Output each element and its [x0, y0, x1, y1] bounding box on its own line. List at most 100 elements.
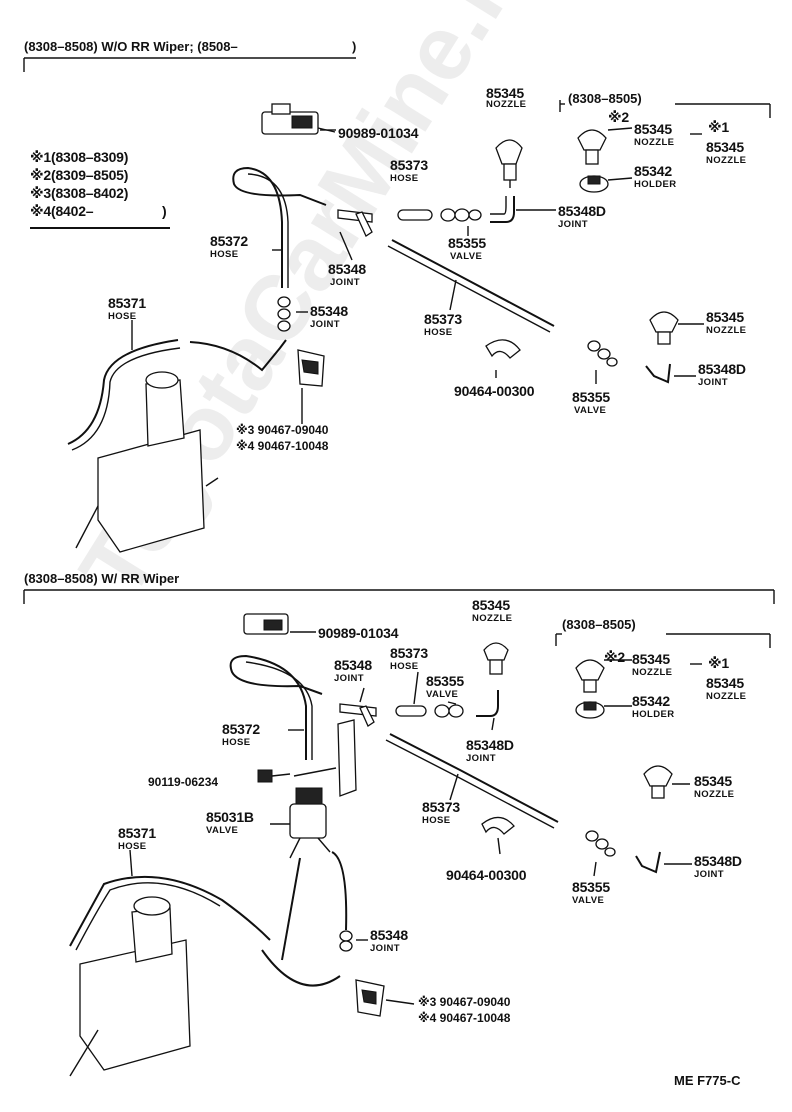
legend-item-3: ※3(8308–8402) — [30, 185, 129, 201]
bracket-90467-bottom — [355, 979, 385, 1017]
label-nozzle-bottom-a: NOZZLE — [472, 613, 513, 624]
label-m3-top: ※3 90467-09040 — [236, 423, 329, 437]
mark1-top: ※1 — [708, 119, 729, 135]
hose-85373-bottom-short — [395, 705, 427, 717]
washer-tank-top — [75, 371, 219, 553]
label-85342-bottom: 85342 — [632, 693, 670, 709]
label-85355-top-b: 85355 — [572, 389, 610, 405]
label-85348-bottom-a: 85348 — [334, 657, 372, 673]
valve-85031b — [289, 787, 331, 859]
joint-85348-bottom-b — [339, 930, 353, 952]
label-85348d-bottom-a: 85348D — [466, 737, 514, 753]
clamp-90464-top — [485, 339, 521, 359]
label-85342-top: 85342 — [634, 163, 672, 179]
label-nozzle-top-a: NOZZLE — [486, 99, 527, 110]
label-85345-top-b: 85345 — [634, 121, 672, 137]
top-group-bracket — [559, 100, 771, 118]
label-joint-85348-top-b: JOINT — [310, 319, 340, 330]
joint-85348d-top-b — [645, 363, 671, 384]
bottom-group-bracket — [555, 633, 771, 648]
nozzle-85345-top-b — [577, 129, 607, 165]
label-holder-bottom: HOLDER — [632, 709, 675, 720]
label-valve-bottom-b: VALVE — [572, 895, 605, 906]
label-joint-85348-top-a: JOINT — [330, 277, 360, 288]
label-85355-top-a: 85355 — [448, 235, 486, 251]
label-hose-85372-bottom: HOSE — [222, 737, 251, 748]
hose-85373-bottom-long — [389, 733, 559, 823]
connector-90989-bottom — [243, 613, 316, 635]
label-85345-top-a: 85345 — [486, 85, 524, 101]
valve-85355-bottom-b — [585, 830, 616, 857]
top-section-title-close: ) — [352, 39, 357, 54]
label-m4-bottom: ※4 90467-10048 — [418, 1011, 511, 1025]
label-valve-bottom-a: VALVE — [426, 689, 459, 700]
label-valve-top-a: VALVE — [450, 251, 483, 262]
label-85345-bottom-b: 85345 — [632, 651, 670, 667]
label-90464-top: 90464-00300 — [454, 383, 535, 399]
label-85355-bottom-b: 85355 — [572, 879, 610, 895]
nozzle-85345-bottom-b — [575, 659, 605, 693]
bracket-90467-top — [297, 349, 325, 387]
valve-85355-top-a — [440, 208, 482, 222]
label-joint-85348-bottom-b: JOINT — [370, 943, 400, 954]
holder-85342-bottom — [575, 701, 605, 719]
label-90989-bottom: 90989-01034 — [318, 625, 399, 641]
joint-85348d-bottom-b — [635, 851, 661, 874]
valve-85355-top-b — [587, 340, 618, 367]
label-85345-bottom-c: 85345 — [706, 675, 744, 691]
label-85348d-bottom-b: 85348D — [694, 853, 742, 869]
label-85348-bottom-b: 85348 — [370, 927, 408, 943]
bracket-bottom — [293, 719, 357, 797]
label-joint-bottom-a: JOINT — [334, 673, 364, 684]
label-90119: 90119-06234 — [148, 775, 219, 789]
label-hose-85373-bottom-b: HOSE — [422, 815, 451, 826]
bottom-section-frame — [23, 589, 775, 604]
clamp-90464-bottom — [481, 816, 515, 835]
label-hose-85372-top: HOSE — [210, 249, 239, 260]
top-group-range: (8308–8505) — [568, 91, 642, 106]
legend-item-4: ※4(8402– — [30, 203, 94, 219]
label-hose-85371-top: HOSE — [108, 311, 137, 322]
label-nozzle-top-d: NOZZLE — [706, 325, 747, 336]
holder-85342-top — [579, 175, 609, 193]
label-nozzle-top-c: NOZZLE — [706, 155, 747, 166]
label-85371-top: 85371 — [108, 295, 146, 311]
label-m3-bottom: ※3 90467-09040 — [418, 995, 511, 1009]
label-85373-top-a: 85373 — [390, 157, 428, 173]
hose-85373-top-short — [397, 209, 433, 221]
footer-code: ME F775-C — [674, 1073, 741, 1088]
nozzle-85345-bottom-d — [643, 765, 690, 799]
mark2-top: ※2 — [608, 109, 629, 125]
label-joint-top-a: JOINT — [558, 219, 588, 230]
washer-tank-bottom — [69, 896, 191, 1077]
label-joint-85348d-top-b: JOINT — [698, 377, 728, 388]
label-85348d-top-b: 85348D — [698, 361, 746, 377]
nozzle-85345-bottom-a — [483, 642, 509, 675]
label-hose-85371-bottom: HOSE — [118, 841, 147, 852]
label-nozzle-bottom-c: NOZZLE — [706, 691, 747, 702]
label-nozzle-bottom-b: NOZZLE — [632, 667, 673, 678]
valve-85355-bottom-a — [434, 704, 464, 718]
label-85355-bottom-a: 85355 — [426, 673, 464, 689]
hose-85371-bottom — [69, 875, 271, 947]
label-hose-top-a: HOSE — [390, 173, 419, 184]
nozzle-85345-top-a — [495, 139, 523, 188]
label-nozzle-bottom-d: NOZZLE — [694, 789, 735, 800]
mark2-bottom: ※2 — [604, 649, 625, 665]
label-holder-top: HOLDER — [634, 179, 677, 190]
label-85345-bottom-d: 85345 — [694, 773, 732, 789]
label-85373-top-b: 85373 — [424, 311, 462, 327]
joint-85348-top-b — [277, 296, 291, 332]
joint-85348d-top-a — [490, 196, 515, 223]
label-85031b: 85031B — [206, 809, 254, 825]
label-85348-top-b: 85348 — [310, 303, 348, 319]
label-85373-bottom-a: 85373 — [390, 645, 428, 661]
label-m4-top: ※4 90467-10048 — [236, 439, 329, 453]
hose-85373-top-long — [391, 239, 555, 327]
label-hose-85373-top-b: HOSE — [424, 327, 453, 338]
bottom-group-range: (8308–8505) — [562, 617, 636, 632]
label-nozzle-top-b: NOZZLE — [634, 137, 675, 148]
label-joint-85348d-bottom-b: JOINT — [694, 869, 724, 880]
